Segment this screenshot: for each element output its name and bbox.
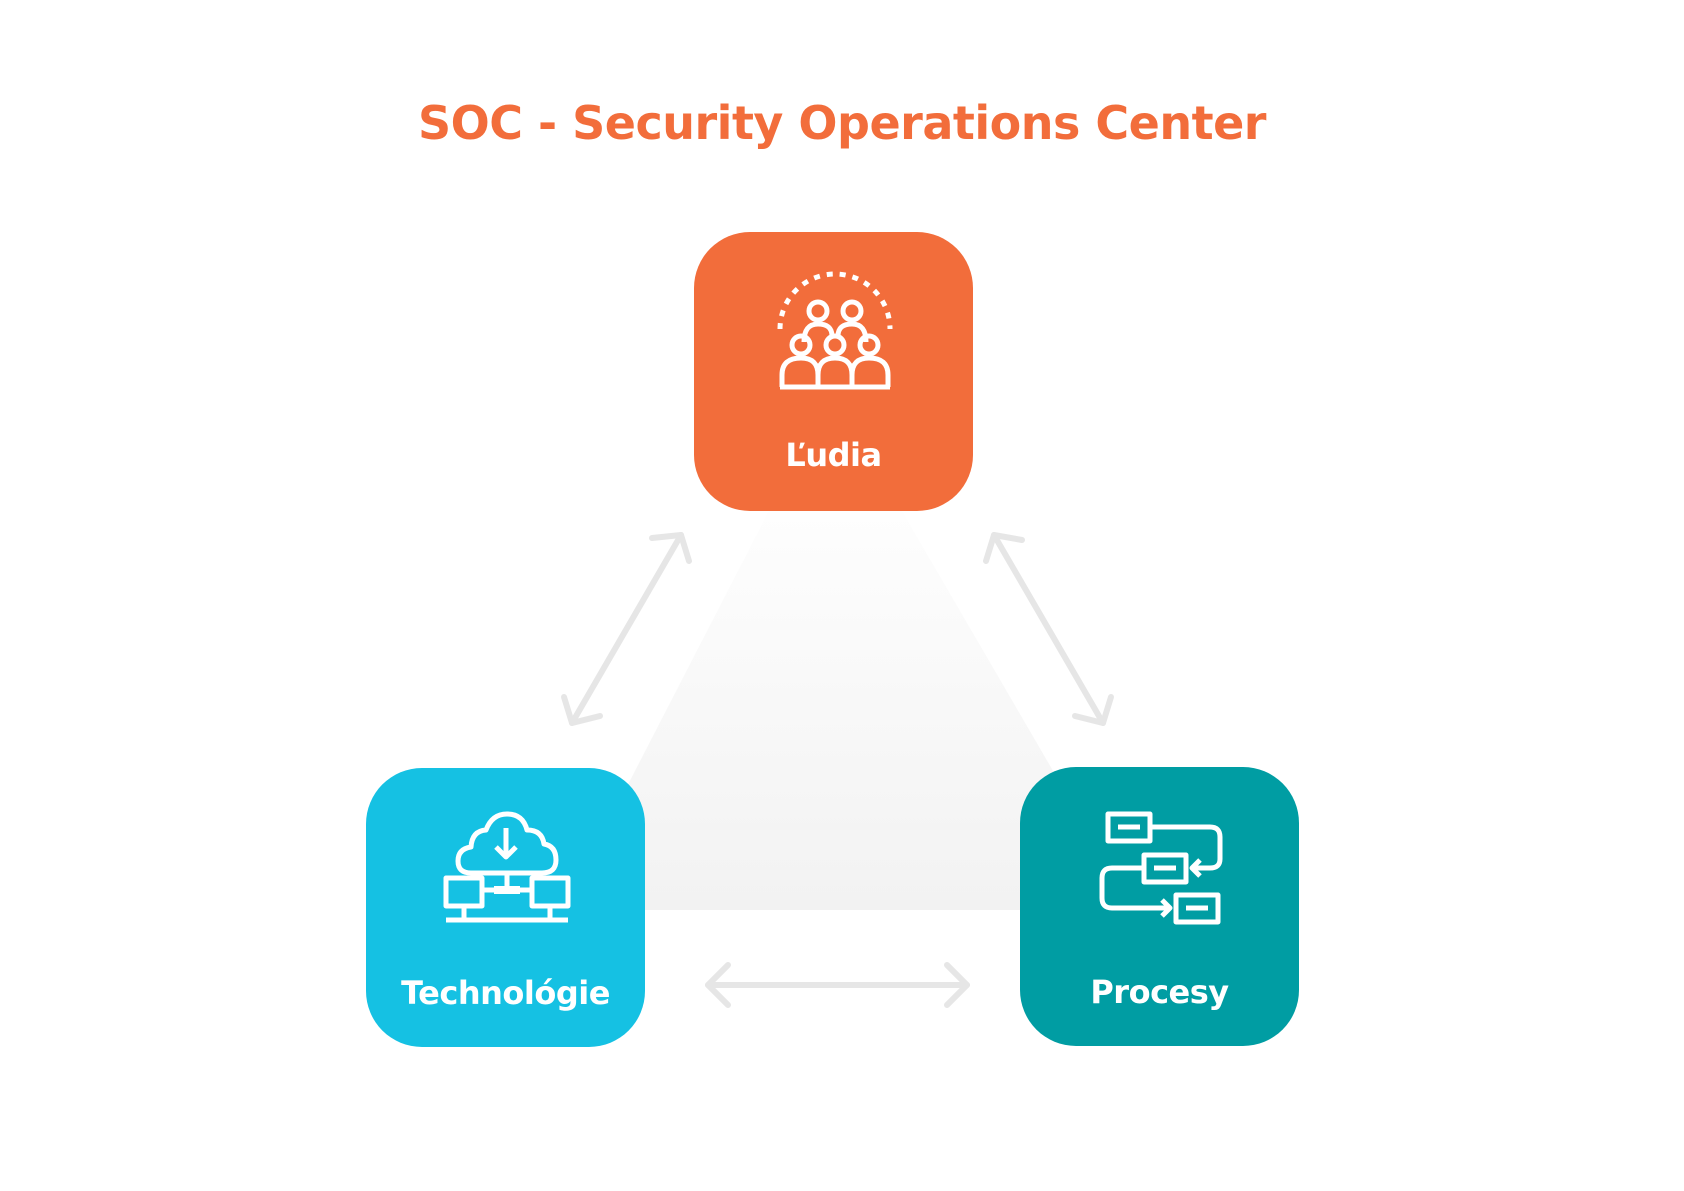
node-label-procesy: Procesy (1090, 973, 1229, 1011)
process-flow-icon (1099, 811, 1223, 925)
arrow-ludia-procesy (983, 532, 1114, 726)
node-ludia: Ľudia (694, 232, 973, 511)
node-technologie: Technológie (366, 768, 645, 1047)
people-group-icon (777, 271, 893, 390)
background-triangle (620, 470, 1070, 910)
arrow-ludia-technologie (561, 532, 692, 726)
cloud-network-icon (443, 811, 571, 923)
page-title: SOC - Security Operations Center (418, 96, 1266, 150)
node-procesy: Procesy (1020, 767, 1299, 1046)
node-label-ludia: Ľudia (785, 436, 882, 474)
arrow-technologie-procesy (705, 962, 970, 1008)
node-label-technologie: Technológie (401, 974, 610, 1012)
